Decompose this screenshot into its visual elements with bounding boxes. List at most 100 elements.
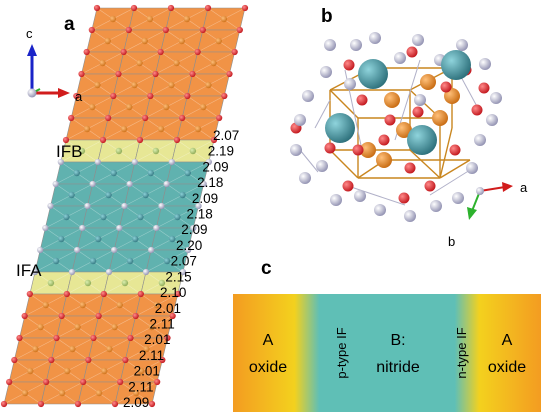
nitrogen-atom (466, 162, 478, 174)
bond-line (344, 184, 406, 206)
oxygen-atom (169, 312, 176, 320)
oxygen-atom (137, 290, 144, 298)
oxygen-atom (343, 59, 355, 71)
nitrogen-atom (105, 268, 113, 276)
c-axis-arrowhead (27, 44, 37, 56)
oxygen-atom (378, 134, 390, 146)
metal-atom (325, 113, 355, 143)
oxygen-atom (148, 400, 156, 408)
oxygen-atom (110, 92, 117, 100)
cation-atom (157, 125, 165, 133)
cation-atom (179, 191, 186, 199)
panel-a-slab (0, 4, 249, 408)
oxygen-atom (404, 162, 416, 174)
nitrogen-atom (179, 268, 187, 276)
cation-atom (137, 213, 144, 221)
bond-length-value: 2.01 (144, 332, 170, 347)
nitrogen-atom (299, 172, 311, 184)
cation-atom (178, 37, 185, 45)
cation-atom (116, 301, 123, 309)
nitrogen-atom (84, 202, 91, 210)
panel-a-label: a (64, 14, 75, 35)
nitrogen-atom (121, 202, 128, 210)
panel-a-axes: c a (26, 26, 83, 104)
cation-atom (384, 92, 400, 108)
nitrogen-atom (354, 190, 366, 202)
oxygen-atom (352, 144, 364, 156)
axis-label-b: b (448, 234, 455, 249)
cation-atom (121, 279, 129, 287)
oxygen-atom (83, 48, 90, 56)
oxygen-atom (226, 70, 233, 78)
oxygen-atom (127, 334, 134, 342)
bond-length-value: 2.11 (139, 348, 164, 363)
oxygen-atom (78, 70, 85, 78)
cation-atom (99, 59, 106, 67)
nitrogen-atom (200, 180, 207, 188)
oxygen-atom (26, 290, 33, 298)
oxygen-atom (210, 136, 218, 144)
nitrogen-atom (158, 202, 165, 210)
nitrogen-atom (404, 210, 416, 222)
cation-atom (146, 15, 154, 23)
cation-atom (89, 257, 97, 265)
bond-length-value: 2.18 (187, 207, 213, 222)
nitrogen-atom (316, 160, 328, 172)
cation-atom (189, 147, 197, 155)
p-type-if-label: p-type IF (334, 327, 349, 378)
oxygen-atom (241, 4, 249, 12)
cation-atom (69, 345, 76, 353)
a-axis-arrowhead-b (502, 182, 513, 192)
nitrogen-atom (68, 268, 76, 276)
nitrogen-atom (57, 158, 64, 166)
cation-atom (143, 345, 150, 353)
cation-atom (101, 367, 108, 375)
panel-b-cluster (290, 32, 502, 222)
cation-atom (89, 103, 96, 111)
bond-line (409, 149, 441, 179)
oxygen-atom (174, 290, 181, 298)
cation-atom (78, 147, 86, 155)
nitrogen-atom (131, 158, 138, 166)
cation-atom (109, 15, 117, 23)
oxygen-atom (95, 312, 102, 320)
oxygen-atom (6, 378, 13, 386)
bond-length-value: 2.19 (208, 144, 234, 159)
panel-b-axes: a b (448, 180, 528, 249)
oxygen-atom (478, 82, 490, 94)
cation-atom (79, 301, 86, 309)
cation-atom (142, 191, 149, 199)
nitrogen-atom (185, 246, 192, 254)
oxygen-atom (236, 26, 243, 34)
cation-atom (138, 367, 145, 375)
bond-length-value: 2.07 (171, 254, 197, 269)
oxygen-atom (324, 142, 336, 154)
cation-atom (184, 169, 191, 177)
cation-atom (83, 125, 91, 133)
nitride-line2: nitride (376, 359, 420, 376)
cation-atom (136, 59, 143, 67)
bond-line (439, 127, 453, 179)
nitrogen-atom (52, 180, 59, 188)
nitrogen-atom (205, 158, 212, 166)
cation-atom (52, 257, 60, 265)
cation-atom (158, 279, 166, 287)
cation-atom (105, 191, 112, 199)
cation-atom (110, 169, 117, 177)
oxygen-atom (48, 356, 55, 364)
cation-atom (152, 147, 160, 155)
cation-atom (126, 103, 133, 111)
bond-length-value: 2.01 (134, 364, 160, 379)
nitrogen-atom (126, 180, 133, 188)
metal-atom (441, 50, 471, 80)
band-diagram-labels: A oxide p-type IF B: nitride n-type IF A… (249, 327, 526, 378)
oxygen-atom (100, 290, 107, 298)
oxygen-atom (164, 334, 171, 342)
bond-length-value: 2.11 (149, 316, 174, 331)
cation-atom (183, 15, 191, 23)
cation-atom (432, 110, 448, 126)
cation-atom (84, 279, 92, 287)
cation-atom (210, 59, 217, 67)
cation-atom (215, 37, 222, 45)
nitrogen-atom (394, 52, 406, 64)
